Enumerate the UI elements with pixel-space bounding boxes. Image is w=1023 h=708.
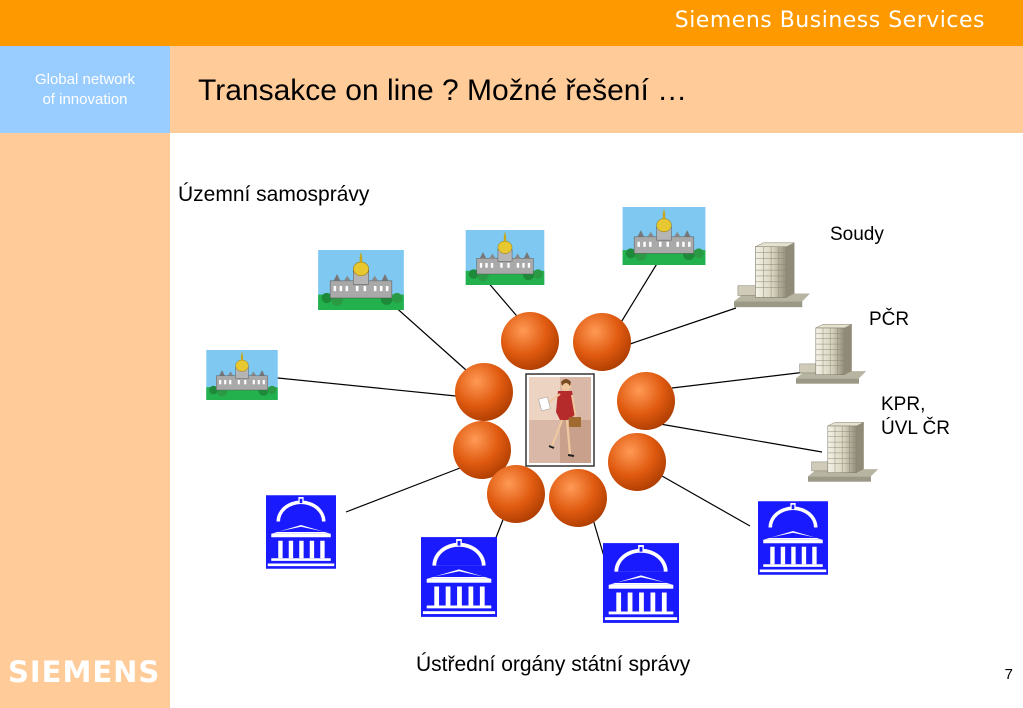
- label-kpr: KPR, ÚVL ČR: [881, 393, 950, 441]
- domed-government-icon: [266, 495, 336, 569]
- label-courts: Soudy: [830, 224, 884, 245]
- tagline-line-2: of innovation: [42, 90, 128, 108]
- network-node: [617, 372, 675, 430]
- siemens-logo: SIEMENS: [8, 655, 161, 689]
- label-police: PČR: [869, 309, 910, 330]
- left-sidebar: [0, 133, 170, 708]
- label-kpr-line-2: ÚVL ČR: [881, 418, 950, 439]
- network-node: [608, 433, 666, 491]
- top-bar: Siemens Business Services: [0, 0, 1023, 46]
- office-tower-icon: [796, 323, 867, 385]
- network-node: [455, 363, 513, 421]
- tagline-line-1: Global network: [34, 70, 136, 88]
- domed-government-icon: [758, 501, 828, 575]
- label-regional-governments: Územní samosprávy: [178, 183, 370, 206]
- node-ring: [453, 312, 675, 527]
- domed-government-icon: [421, 537, 497, 617]
- network-node: [549, 469, 607, 527]
- capitol-building-icon: [317, 250, 405, 310]
- businesswoman-icon: [525, 373, 595, 467]
- brand-name: Siemens Business Services: [674, 8, 985, 33]
- label-kpr-line-1: KPR,: [881, 394, 926, 415]
- capitol-building-icon: [465, 230, 545, 285]
- label-central-authorities: Ústřední orgány státní správy: [416, 653, 691, 676]
- domed-government-icon: [603, 543, 679, 623]
- network-node: [573, 313, 631, 371]
- slide-title: Transakce on line ? Možné řešení …: [198, 74, 688, 107]
- capitol-building-icon: [622, 207, 706, 265]
- network-node: [501, 312, 559, 370]
- network-node: [487, 465, 545, 523]
- capitol-building-icon: [205, 350, 279, 400]
- tagline-box: Global network of innovation: [0, 46, 170, 133]
- page-number: 7: [1004, 666, 1013, 683]
- office-tower-icon: [734, 242, 811, 308]
- title-band: Transakce on line ? Možné řešení …: [170, 46, 1023, 133]
- network-node: [453, 421, 511, 479]
